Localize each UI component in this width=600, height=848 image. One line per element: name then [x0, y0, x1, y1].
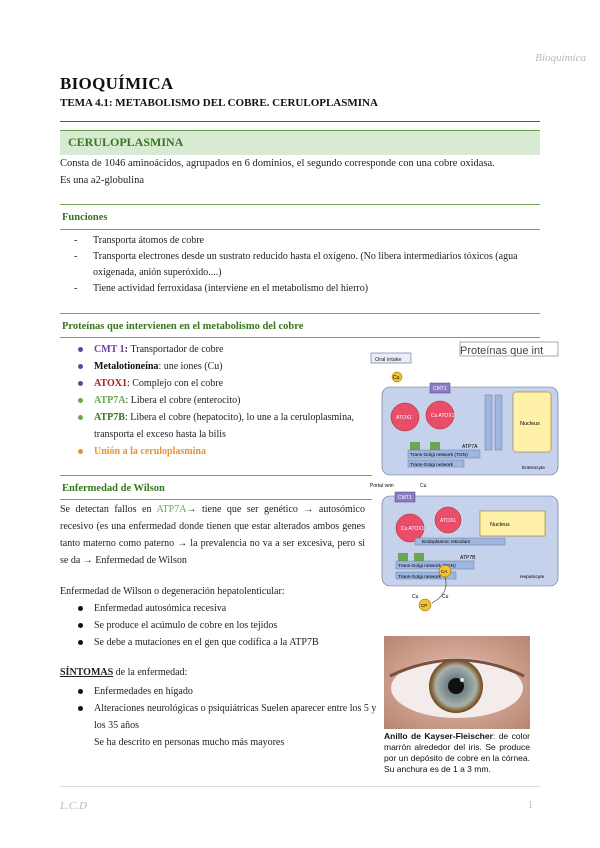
wilson-intro: Enfermedad de Wilson o degeneración hepa… — [60, 586, 285, 597]
divider — [60, 121, 540, 122]
divider — [60, 499, 372, 500]
nucleus — [512, 391, 552, 453]
cu-atox1-blob — [395, 513, 425, 543]
enterocyte-diagram: Proteínas que int Oral intake Cu CMT1 AT… — [370, 341, 559, 476]
nucleus — [479, 510, 546, 537]
ceruloplasmina-line2: Es una a2-globulina — [60, 175, 144, 186]
svg-text:Nucleus: Nucleus — [490, 522, 510, 528]
header-subject: Bioquímica — [535, 52, 586, 64]
svg-text:Cu: Cu — [442, 594, 449, 600]
funciones-heading: Funciones — [62, 212, 108, 223]
page-number: 1 — [528, 800, 533, 811]
svg-text:Cu ATOX1: Cu ATOX1 — [401, 526, 425, 532]
svg-text:Enterocyte: Enterocyte — [522, 465, 545, 471]
funciones-list: Transporta átomos de cobre Transporta el… — [60, 233, 550, 297]
list-item: ATP7B: Libera el cobre (hepatocito), lo … — [60, 409, 380, 426]
diet-box — [370, 352, 412, 364]
divider — [60, 204, 540, 205]
svg-text:Trans-Golgi network (TGN): Trans-Golgi network (TGN) — [398, 563, 456, 569]
svg-text:Endoplasmic reticulum: Endoplasmic reticulum — [422, 539, 470, 545]
divider — [60, 475, 372, 476]
section-heading: CERULOPLASMINA — [68, 135, 184, 149]
footer-author: L.C.D — [60, 800, 87, 812]
kayser-fleischer-eye-image — [384, 636, 530, 729]
ceruloplasmina-line1: Consta de 1046 aminoácidos, agrupados en… — [60, 158, 495, 169]
tgn — [395, 560, 475, 570]
svg-text:CP: CP — [421, 603, 427, 608]
eye-caption: Anillo de Kayser-Fleischer: de color mar… — [384, 731, 531, 774]
svg-text:Trans-Golgi network: Trans-Golgi network — [398, 574, 442, 580]
svg-text:CMT1: CMT1 — [433, 386, 447, 392]
proteinas-heading: Proteínas que intervienen en el metaboli… — [62, 321, 304, 332]
list-item: ATP7A: Libera el cobre (enterocito) — [60, 392, 380, 409]
svg-text:Oral intake: Oral intake — [375, 357, 402, 363]
list-item: Tiene actividad ferroxidasa (interviene … — [60, 281, 550, 297]
footer-divider — [60, 786, 540, 787]
atox1-blob — [390, 402, 420, 432]
cut-heading: Proteínas que int — [460, 345, 543, 357]
proteinas-list: CMT 1: Transportador de cobre Metalotion… — [60, 341, 380, 460]
atox1-blob — [434, 506, 462, 534]
svg-text:Cu: Cu — [393, 375, 400, 381]
tgn — [407, 449, 481, 459]
divider — [60, 313, 540, 314]
list-item: Transporta electrones desde un sustrato … — [60, 249, 550, 265]
copper-ion — [391, 371, 403, 383]
list-item-continuation: Se ha descrito en personas mucho más may… — [94, 737, 285, 748]
list-item: Enfermedad autosómica recesiva — [60, 600, 380, 617]
list-item: Unión a la ceruloplasmina — [60, 443, 380, 460]
list-item: Metalotioneína: une iones (Cu) — [60, 358, 380, 375]
sintomas-heading: SÍNTOMAS de la enfermedad: — [60, 667, 188, 678]
divider — [60, 229, 540, 230]
svg-text:CMT1: CMT1 — [398, 495, 412, 501]
wilson-list: Enfermedad autosómica recesiva Se produc… — [60, 600, 380, 651]
page-subtitle: TEMA 4.1: METABOLISMO DEL COBRE. CERULOP… — [60, 97, 378, 109]
list-item: CMT 1: Transportador de cobre — [60, 341, 380, 358]
list-item: Transporta átomos de cobre — [60, 233, 550, 249]
list-item-continuation: oxigenada, anión superóxido....) — [93, 267, 222, 278]
wilson-heading: Enfermedad de Wilson — [62, 483, 165, 494]
section-ceruloplasmina-header: CERULOPLASMINA — [60, 130, 540, 155]
ctr1-transporter — [394, 491, 416, 503]
svg-text:ATOX1: ATOX1 — [440, 518, 456, 524]
list-item-continuation: transporta el exceso hasta la bilis — [94, 429, 226, 440]
svg-text:Trans-Golgi network (TGN): Trans-Golgi network (TGN) — [410, 452, 468, 458]
svg-text:ATP7A: ATP7A — [462, 444, 478, 450]
svg-text:ATP7B: ATP7B — [460, 555, 476, 561]
svg-text:Trans-Golgi network: Trans-Golgi network — [410, 462, 454, 468]
list-item: Alteraciones neurológicas o psiquiátrica… — [60, 700, 380, 734]
list-item: Se produce el acúmulo de cobre en los te… — [60, 617, 380, 634]
page-title: BIOQUÍMICA — [60, 74, 174, 93]
wilson-paragraph: Se detectan fallos en ATP7A→ tiene que s… — [60, 504, 365, 566]
svg-text:Nucleus: Nucleus — [520, 421, 540, 427]
svg-text:Hepatocyte: Hepatocyte — [520, 574, 545, 580]
divider — [60, 337, 540, 338]
list-item: ATOX1: Complejo con el cobre — [60, 375, 380, 392]
svg-text:Cu: Cu — [420, 483, 427, 489]
ctr1-transporter — [429, 382, 451, 394]
svg-text:CA: CA — [441, 569, 447, 574]
list-item: Se debe a mutaciones en el gen que codif… — [60, 634, 380, 651]
list-item: Enfermedades en hígado — [60, 683, 380, 700]
cu-atox1-blob — [425, 400, 455, 430]
svg-text:Portal vein: Portal vein — [370, 483, 394, 489]
sintomas-list: Enfermedades en hígado Alteraciones neur… — [60, 683, 380, 751]
hepatocyte-diagram: Portal vein Cu CMT1 Cu ATOX1 ATOX1 Nucle… — [370, 483, 559, 612]
svg-text:ATOX1: ATOX1 — [396, 415, 412, 421]
svg-text:Cu ATOX1: Cu ATOX1 — [431, 413, 455, 419]
svg-text:Cu: Cu — [412, 594, 419, 600]
